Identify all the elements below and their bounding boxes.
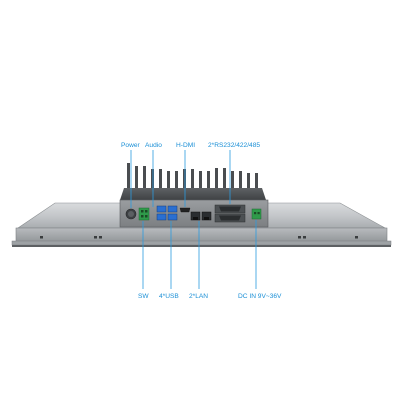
mount-hole-icon (40, 236, 43, 239)
label-usb: 4*USB (159, 293, 179, 300)
dc-jack-icon (251, 208, 262, 220)
mount-hole-icon (94, 236, 97, 239)
mount-hole-icon (303, 236, 306, 239)
label-serial: 2*RS232/422/485 (208, 142, 260, 149)
label-audio: Audio (145, 142, 162, 149)
port-labels: Power Audio H-DMI 2*RS232/422/485 SW 4*U… (121, 142, 282, 300)
db9-port-icon (214, 204, 246, 223)
audio-terminal-icon (138, 207, 150, 221)
leader-lines (130, 150, 257, 289)
label-lan: 2*LAN (189, 293, 208, 300)
rj45-port-icon (190, 211, 212, 221)
io-ports (125, 204, 262, 223)
power-button-icon (125, 208, 137, 220)
label-dc-in: DC IN 9V~36V (238, 293, 282, 300)
heatsink-fins (127, 163, 258, 189)
usb-port-icon (156, 205, 178, 221)
label-hdmi: H-DMI (176, 142, 195, 149)
label-sw: SW (138, 293, 149, 300)
mount-hole-icon (355, 236, 358, 239)
label-power: Power (121, 142, 140, 149)
hdmi-port-icon (179, 207, 191, 213)
mount-hole-icon (99, 236, 102, 239)
mount-hole-icon (298, 236, 301, 239)
